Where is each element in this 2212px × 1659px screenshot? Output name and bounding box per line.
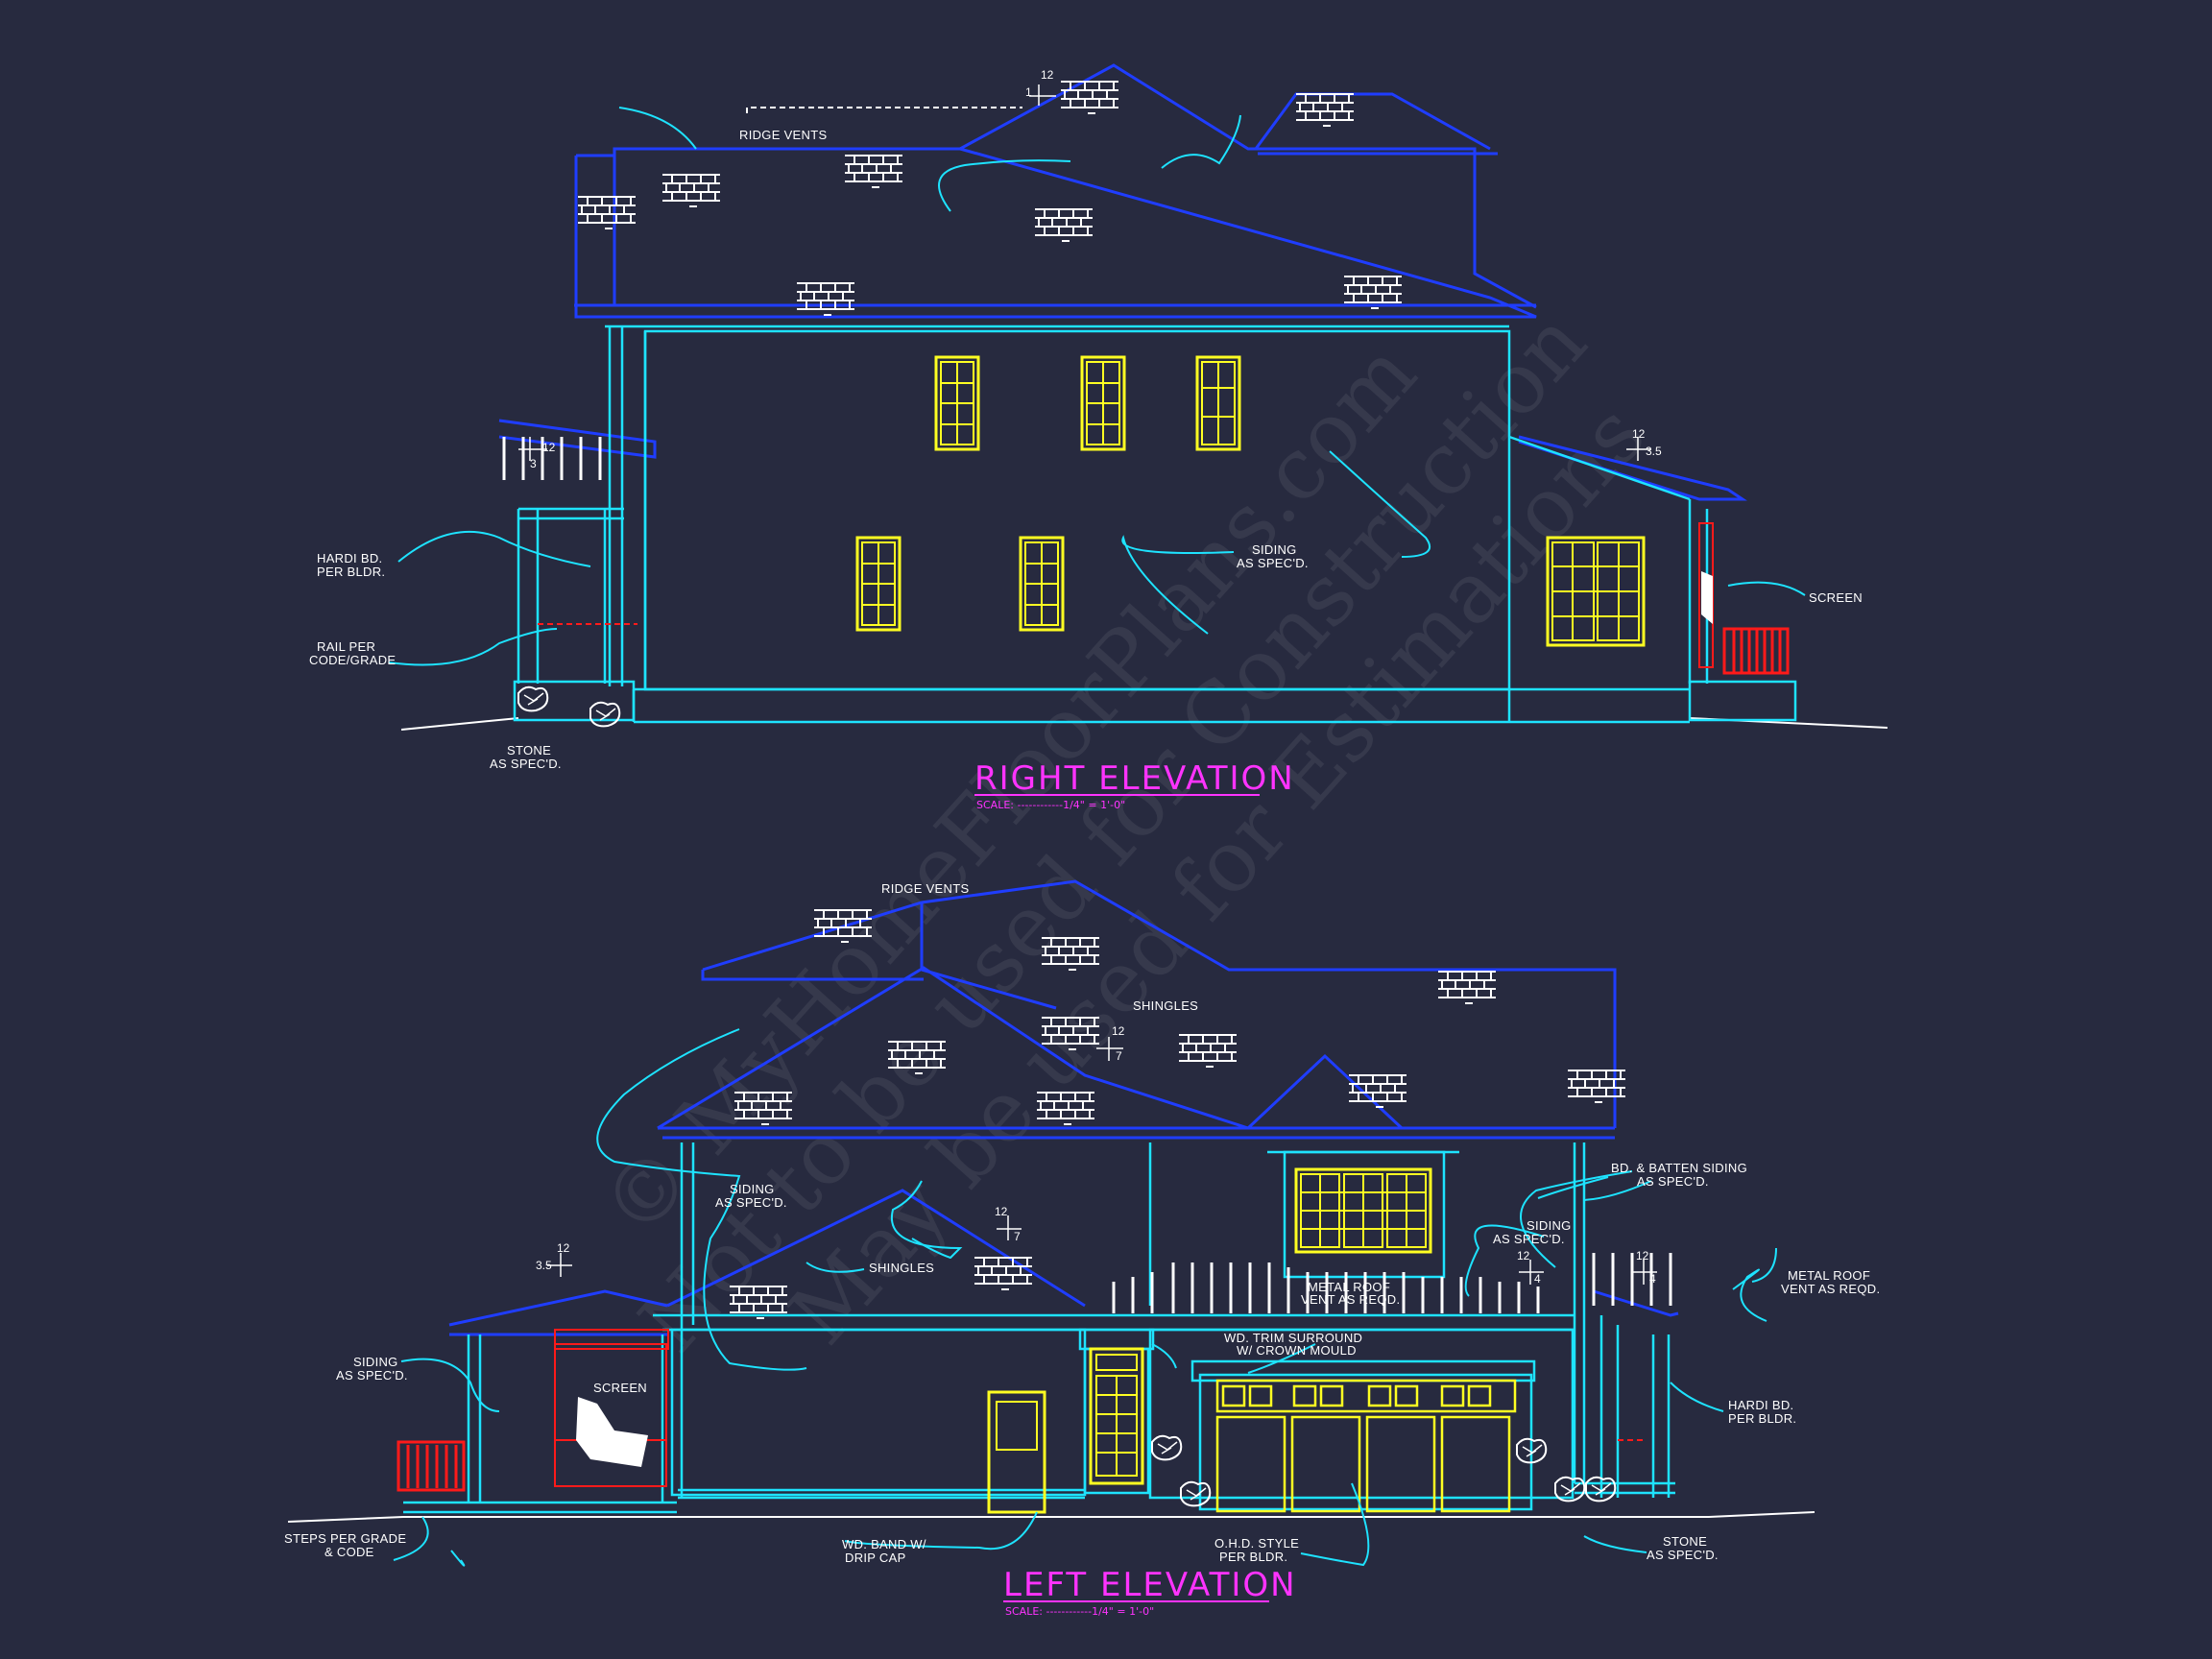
left-elevation-drawing bbox=[287, 879, 1815, 1567]
note-siding-right-1: SIDING bbox=[1252, 542, 1297, 557]
screen-panel-shape bbox=[576, 1397, 648, 1467]
note-shingles-top: SHINGLES bbox=[1133, 998, 1198, 1013]
note-ohd-1: O.H.D. STYLE bbox=[1214, 1536, 1299, 1551]
note-metal-roof-right-2: VENT AS REQD. bbox=[1781, 1282, 1880, 1296]
note-bd-batten-1: BD. & BATTEN SIDING bbox=[1611, 1161, 1747, 1175]
note-stone-right-1: STONE bbox=[507, 743, 551, 757]
slope-ridge-rise: 12 bbox=[1041, 68, 1054, 82]
slope-right-rise: 12 bbox=[1632, 427, 1646, 441]
right-elevation-title-block: RIGHT ELEVATION SCALE: ------------1/4" … bbox=[974, 759, 1295, 811]
note-siding-a-1: SIDING bbox=[730, 1182, 775, 1196]
right-elev-leaders bbox=[388, 107, 1806, 666]
note-rail-1: RAIL PER bbox=[317, 639, 375, 654]
left-elevation-annotations: RIDGE VENTS SHINGLES SHINGLES SIDING AS … bbox=[284, 881, 1880, 1565]
note-band-1: WD. BAND W/ bbox=[842, 1537, 926, 1551]
note-metal-roof-1: METAL ROOF bbox=[1308, 1280, 1390, 1294]
left-elevation-title: LEFT ELEVATION bbox=[1003, 1566, 1297, 1604]
watermark: © MyHomeFloorPlans.com Not to be used fo… bbox=[582, 293, 1664, 1371]
slope-left-run: 3.5 bbox=[536, 1259, 552, 1272]
slope-porch-rise: 12 bbox=[542, 441, 556, 454]
note-steps-1: STEPS PER GRADE bbox=[284, 1531, 406, 1546]
right-elev-windows bbox=[855, 355, 1646, 647]
slope-ridge-run: 1 bbox=[1025, 85, 1032, 99]
note-ridge-vents-left: RIDGE VENTS bbox=[881, 881, 969, 896]
note-shingles-low: SHINGLES bbox=[869, 1261, 934, 1275]
note-hardi-right-2: PER BLDR. bbox=[317, 565, 385, 579]
slope-low-rise: 12 bbox=[995, 1205, 1008, 1218]
porch-rail-right bbox=[1698, 522, 1790, 675]
right-elevation-drawing bbox=[388, 63, 1888, 731]
note-siding-b-1: SIDING bbox=[1527, 1218, 1572, 1233]
note-hardi-right-1: HARDI BD. bbox=[317, 551, 382, 565]
note-rail-2: CODE/GRADE bbox=[309, 653, 396, 667]
slope-right-run: 3.5 bbox=[1646, 445, 1662, 458]
note-trim-2: W/ CROWN MOULD bbox=[1237, 1343, 1357, 1358]
note-band-2: DRIP CAP bbox=[845, 1551, 906, 1565]
note-hardi-left-2: PER BLDR. bbox=[1728, 1411, 1796, 1426]
slope-right-run: 4 bbox=[1534, 1272, 1541, 1286]
note-siding-b-2: AS SPEC'D. bbox=[1493, 1232, 1565, 1246]
note-hardi-left-1: HARDI BD. bbox=[1728, 1398, 1793, 1412]
note-metal-roof-right-1: METAL ROOF bbox=[1788, 1268, 1870, 1283]
slope-low-run: 7 bbox=[1014, 1230, 1021, 1243]
slope-far-run: 4 bbox=[1649, 1272, 1656, 1286]
right-elevation-title: RIGHT ELEVATION bbox=[974, 759, 1295, 798]
left-elevation-title-block: LEFT ELEVATION SCALE: ------------1/4" =… bbox=[1003, 1566, 1297, 1618]
left-elev-windows bbox=[987, 1167, 1517, 1514]
note-siding-a-2: AS SPEC'D. bbox=[715, 1195, 787, 1210]
note-bd-batten-2: AS SPEC'D. bbox=[1637, 1174, 1709, 1189]
note-siding-c-1: SIDING bbox=[353, 1355, 398, 1369]
note-trim-1: WD. TRIM SURROUND bbox=[1224, 1331, 1362, 1345]
note-stone-left-2: AS SPEC'D. bbox=[1647, 1548, 1719, 1562]
slope-porch-run: 3 bbox=[530, 457, 537, 470]
left-elev-leaders bbox=[393, 1028, 1777, 1567]
slope-mid-run: 7 bbox=[1116, 1049, 1122, 1063]
note-metal-roof-2: VENT AS REQD. bbox=[1301, 1292, 1400, 1307]
note-stone-left-1: STONE bbox=[1663, 1534, 1707, 1549]
slope-left-rise: 12 bbox=[557, 1241, 570, 1255]
porch-rail-left bbox=[502, 437, 602, 480]
note-steps-2: & CODE bbox=[325, 1545, 374, 1559]
left-elevation-scale: SCALE: ------------1/4" = 1'-0" bbox=[1005, 1605, 1154, 1618]
note-stone-right-2: AS SPEC'D. bbox=[490, 757, 562, 771]
slope-far-rise: 12 bbox=[1636, 1249, 1649, 1262]
note-screen-left: SCREEN bbox=[593, 1381, 647, 1395]
slope-right-rise: 12 bbox=[1517, 1249, 1530, 1262]
note-siding-c-2: AS SPEC'D. bbox=[336, 1368, 408, 1382]
left-elev-railing bbox=[1112, 1253, 1672, 1313]
note-ridge-vents-right: RIDGE VENTS bbox=[739, 128, 827, 142]
right-elevation-annotations: RIDGE VENTS HARDI BD. PER BLDR. RAIL PER… bbox=[309, 68, 1863, 771]
note-siding-right-2: AS SPEC'D. bbox=[1237, 556, 1309, 570]
right-elevation-scale: SCALE: ------------1/4" = 1'-0" bbox=[976, 799, 1125, 811]
note-screen-right: SCREEN bbox=[1809, 590, 1863, 605]
note-ohd-2: PER BLDR. bbox=[1219, 1550, 1287, 1564]
slope-mid-rise: 12 bbox=[1112, 1024, 1125, 1038]
